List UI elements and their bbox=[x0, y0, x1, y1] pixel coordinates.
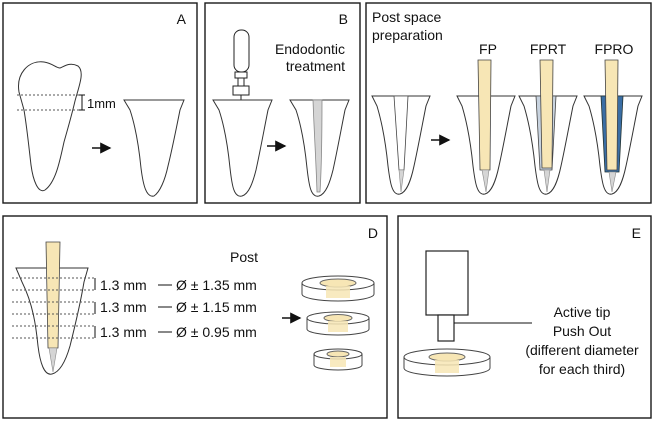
fiber-post-fpro bbox=[604, 59, 619, 171]
third-3-thickness: 1.3 mm bbox=[100, 324, 147, 340]
group-label-fp: FP bbox=[479, 41, 497, 57]
third-1-diameter: Ø ± 1.35 mm bbox=[176, 277, 257, 293]
third-3-diameter: Ø ± 0.95 mm bbox=[176, 324, 257, 340]
panel-e-letter: E bbox=[632, 225, 641, 241]
caption-line-3: (different diameter bbox=[525, 342, 639, 358]
slice-disk-apical bbox=[313, 348, 363, 371]
panel-c: Post space preparation FP FPRT FPRO bbox=[365, 2, 652, 204]
fiber-post-d bbox=[45, 241, 61, 349]
panel-b-letter: B bbox=[339, 11, 348, 27]
fiber-post-fprt bbox=[539, 59, 554, 169]
tooth-before-endo bbox=[212, 99, 273, 197]
panel-c-title-line2: preparation bbox=[372, 27, 443, 43]
endodontic-handpiece-icon bbox=[233, 29, 250, 73]
panel-c-title-line1: Post space bbox=[372, 9, 441, 25]
gutta-percha-fill bbox=[312, 99, 323, 193]
panel-e-border bbox=[397, 215, 652, 419]
panel-d-title: Post bbox=[230, 249, 258, 265]
fiber-post-fp bbox=[477, 59, 492, 171]
third-2-diameter: Ø ± 1.15 mm bbox=[176, 299, 257, 315]
measure-label: 1mm bbox=[87, 96, 116, 111]
group-label-fpro: FPRO bbox=[595, 41, 634, 57]
third-1-thickness: 1.3 mm bbox=[100, 277, 147, 293]
active-tip-icon bbox=[437, 314, 455, 342]
panel-d: D Post 1.3 mm Ø ± 1.35 mm 1.3 mm Ø ± 1.1… bbox=[2, 215, 388, 419]
panel-b: B Endodontic treatment bbox=[204, 2, 361, 204]
panel-a-letter: A bbox=[177, 11, 187, 27]
loading-device-icon bbox=[425, 250, 469, 316]
slice-disk-cervical bbox=[301, 275, 375, 302]
third-2-thickness: 1.3 mm bbox=[100, 299, 147, 315]
group-label-fprt: FPRT bbox=[530, 41, 567, 57]
slice-disk-middle bbox=[306, 311, 370, 336]
decoronated-tooth bbox=[123, 99, 185, 197]
push-out-specimen-disk bbox=[403, 348, 491, 377]
panel-b-title-line1: Endodontic bbox=[275, 41, 345, 57]
panel-e: E Active tip Push Out (different diamete… bbox=[397, 215, 652, 419]
panel-a: A 1mm bbox=[2, 2, 198, 204]
panel-b-title-line2: treatment bbox=[286, 58, 345, 74]
panel-d-letter: D bbox=[368, 225, 378, 241]
slice-lines bbox=[12, 277, 96, 339]
caption-line-1: Active tip bbox=[554, 304, 611, 320]
caption-line-2: Push Out bbox=[553, 323, 611, 339]
caption-line-4: for each third) bbox=[539, 361, 625, 377]
tooth-with-crown bbox=[18, 61, 82, 192]
